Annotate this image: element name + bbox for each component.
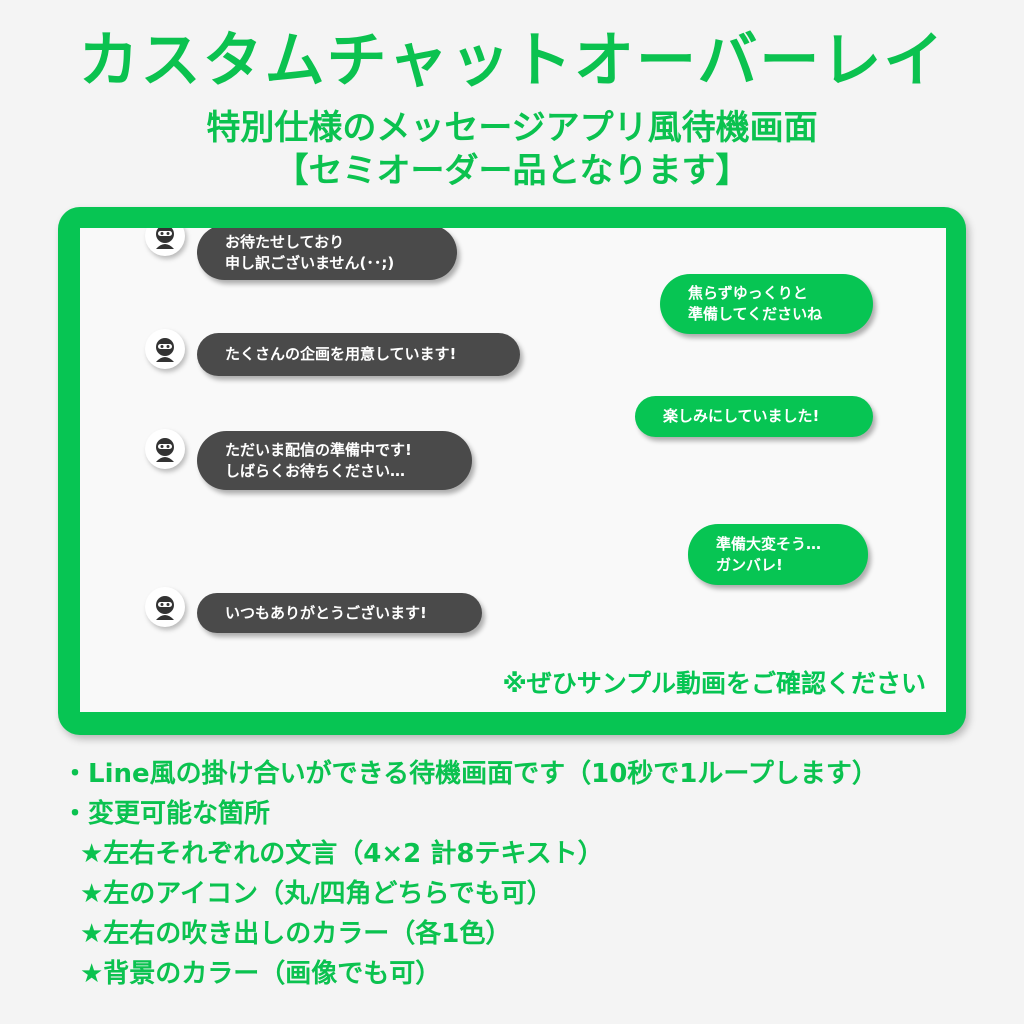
ninja-icon	[145, 329, 185, 369]
subtitle-line1: 特別仕様のメッセージアプリ風待機画面	[206, 108, 818, 148]
right-message-2: 楽しみにしていました!	[635, 396, 873, 437]
chat-area: お待たせしており 申し訳ございません(･･;) たくさんの企画を用意しています!…	[80, 228, 946, 712]
bullet-item: ・変更可能な箇所	[62, 799, 271, 829]
bullet-item: ★背景のカラー（画像でも可）	[80, 959, 442, 989]
bullet-item: ★左のアイコン（丸/四角どちらでも可）	[80, 879, 553, 909]
bullet-item: ・Line風の掛け合いができる待機画面です（10秒で1ループします）	[62, 759, 878, 789]
left-message-1: お待たせしており 申し訳ございません(･･;)	[197, 228, 457, 280]
ninja-icon	[145, 429, 185, 469]
page-title: カスタムチャットオーバーレイ	[78, 26, 946, 96]
left-message-3: ただいま配信の準備中です! しばらくお待ちください…	[197, 431, 472, 490]
ninja-icon	[145, 228, 185, 256]
feature-list: ・Line風の掛け合いができる待機画面です（10秒で1ループします） ・変更可能…	[62, 754, 878, 994]
right-message-1: 焦らずゆっくりと 準備してくださいね	[660, 274, 873, 334]
bullet-item: ★左右それぞれの文言（4×2 計8テキスト）	[80, 839, 604, 869]
sample-video-note: ※ぜひサンプル動画をご確認ください	[502, 669, 926, 698]
subtitle-line2: 【セミオーダー品となります】	[274, 151, 750, 191]
right-message-3: 準備大変そう… ガンバレ!	[688, 524, 868, 585]
chat-preview-frame: お待たせしており 申し訳ございません(･･;) たくさんの企画を用意しています!…	[58, 207, 966, 735]
bullet-item: ★左右の吹き出しのカラー（各1色）	[80, 919, 512, 949]
left-message-2: たくさんの企画を用意しています!	[197, 333, 520, 376]
ninja-icon	[145, 587, 185, 627]
left-message-4: いつもありがとうございます!	[197, 593, 482, 633]
